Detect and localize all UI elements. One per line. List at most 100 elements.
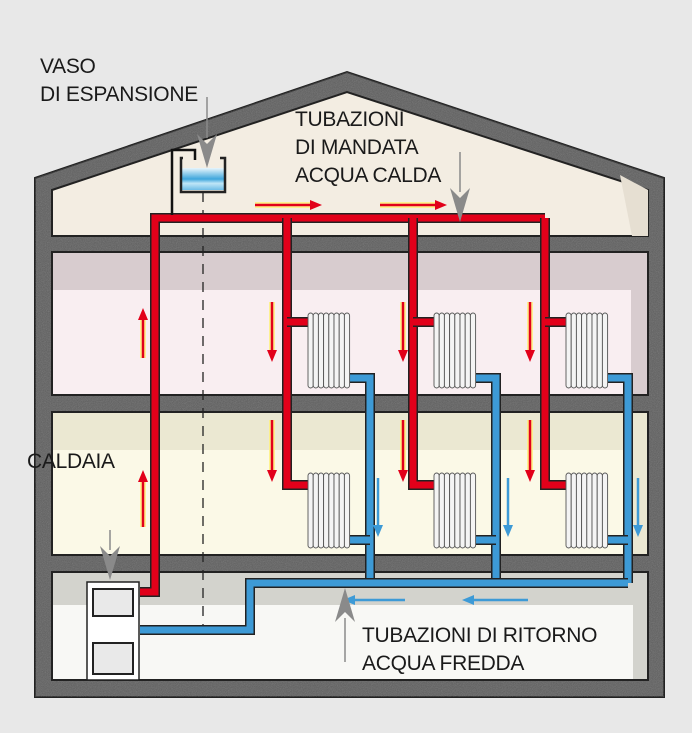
radiator-fin bbox=[581, 312, 588, 389]
flow-arrow-icon bbox=[267, 302, 277, 362]
arrow-head bbox=[462, 595, 474, 605]
label-return-2: ACQUA FREDDA bbox=[362, 652, 524, 675]
radiator-fin bbox=[333, 312, 340, 389]
radiator-fin bbox=[565, 312, 572, 389]
radiator-fin bbox=[443, 472, 451, 549]
cold-pipe-riser-3 bbox=[607, 374, 632, 583]
radiator-fin bbox=[317, 472, 325, 549]
label-expansion-tank-1: VASO bbox=[40, 55, 96, 78]
callout-arrow-supply bbox=[450, 152, 470, 222]
radiator-fin bbox=[586, 312, 593, 389]
radiator-fin bbox=[433, 472, 440, 549]
callout-head bbox=[335, 588, 355, 622]
flow-arrow-icon bbox=[633, 478, 643, 537]
radiator-fin bbox=[459, 312, 466, 389]
flow-arrow-icon bbox=[398, 420, 408, 482]
radiator-icon bbox=[433, 472, 477, 549]
arrow-head bbox=[310, 200, 322, 210]
radiator-fin bbox=[581, 472, 588, 549]
radiator-fin bbox=[338, 312, 345, 389]
radiator-fin bbox=[307, 312, 314, 389]
radiator-fin bbox=[343, 472, 351, 549]
flow-arrows bbox=[138, 200, 643, 605]
label-supply-2: DI MANDATA bbox=[295, 136, 419, 159]
radiator-fin bbox=[328, 472, 335, 549]
flow-arrow-icon bbox=[398, 302, 408, 362]
radiator-fin bbox=[449, 472, 456, 549]
radiator-fin bbox=[469, 312, 477, 389]
radiator-fin bbox=[328, 312, 335, 389]
label-boiler: CALDAIA bbox=[27, 450, 115, 473]
radiator-fin bbox=[438, 312, 445, 389]
boiler-icon bbox=[86, 581, 140, 681]
callout-arrow-return bbox=[335, 588, 355, 662]
radiator-fin bbox=[312, 472, 319, 549]
flow-arrow-icon bbox=[343, 595, 405, 605]
radiator-fin bbox=[333, 472, 340, 549]
arrow-head bbox=[138, 308, 148, 320]
radiator-fin bbox=[323, 472, 330, 549]
radiator-fin bbox=[591, 472, 598, 549]
label-supply-1: TUBAZIONI bbox=[295, 108, 404, 131]
basement bbox=[51, 571, 649, 681]
radiator-fin bbox=[570, 472, 577, 549]
radiator-fin bbox=[433, 312, 440, 389]
cold-pipe-riser-2 bbox=[475, 374, 500, 583]
radiator-fin bbox=[575, 312, 583, 389]
hot-pipe-main bbox=[140, 214, 545, 596]
callout-head bbox=[100, 546, 120, 580]
flow-arrow-icon bbox=[138, 470, 148, 527]
flow-arrow-icon bbox=[503, 478, 513, 537]
radiator-fin bbox=[469, 472, 477, 549]
radiator-fin bbox=[343, 312, 351, 389]
arrow-head bbox=[435, 200, 447, 210]
radiator-fin bbox=[454, 312, 461, 389]
arrow-head bbox=[373, 525, 383, 537]
flow-arrow-icon bbox=[525, 302, 535, 362]
flow-arrow-icon bbox=[373, 478, 383, 537]
arrow-head bbox=[267, 470, 277, 482]
radiator-fin bbox=[591, 312, 598, 389]
attic-shade bbox=[620, 175, 648, 236]
radiator-fin bbox=[459, 472, 466, 549]
pipes bbox=[140, 213, 633, 635]
radiator-fin bbox=[317, 312, 325, 389]
radiator-fin bbox=[438, 472, 445, 549]
radiator-fin bbox=[596, 312, 603, 389]
radiator-fin bbox=[570, 312, 577, 389]
radiator-fin bbox=[443, 312, 451, 389]
label-return-1: TUBAZIONI DI RITORNO bbox=[362, 624, 597, 647]
callout-arrow-boiler bbox=[100, 530, 120, 580]
radiator-fin bbox=[565, 472, 572, 549]
radiator-fin bbox=[338, 472, 345, 549]
radiator-icon bbox=[565, 472, 609, 549]
radiator-fin bbox=[601, 472, 609, 549]
expansion-tank-icon bbox=[170, 148, 227, 215]
hot-pipe-riser-2 bbox=[409, 218, 435, 489]
callout-arrow-expansion-tank bbox=[197, 97, 217, 168]
radiator-icon bbox=[307, 312, 351, 389]
radiator-fin bbox=[596, 472, 603, 549]
arrow-head bbox=[633, 525, 643, 537]
hot-pipe-riser-1 bbox=[283, 218, 309, 489]
callout-head bbox=[450, 188, 470, 222]
label-supply-3: ACQUA CALDA bbox=[295, 164, 441, 187]
radiator-fin bbox=[312, 312, 319, 389]
radiator-icon bbox=[565, 312, 609, 389]
arrow-head bbox=[525, 470, 535, 482]
radiator-icon bbox=[307, 472, 351, 549]
radiator-fin bbox=[586, 472, 593, 549]
flow-arrow-icon bbox=[462, 595, 528, 605]
arrow-head bbox=[343, 595, 355, 605]
radiator-fin bbox=[464, 312, 471, 389]
arrow-head bbox=[398, 470, 408, 482]
flow-arrow-icon bbox=[525, 420, 535, 482]
flow-arrow-icon bbox=[138, 308, 148, 358]
flow-arrow-icon bbox=[267, 420, 277, 482]
radiator-fin bbox=[323, 312, 330, 389]
label-expansion-tank-2: DI ESPANSIONE bbox=[40, 83, 198, 106]
radiators bbox=[307, 312, 609, 549]
flow-arrow-icon bbox=[380, 200, 447, 210]
radiator-icon bbox=[433, 312, 477, 389]
